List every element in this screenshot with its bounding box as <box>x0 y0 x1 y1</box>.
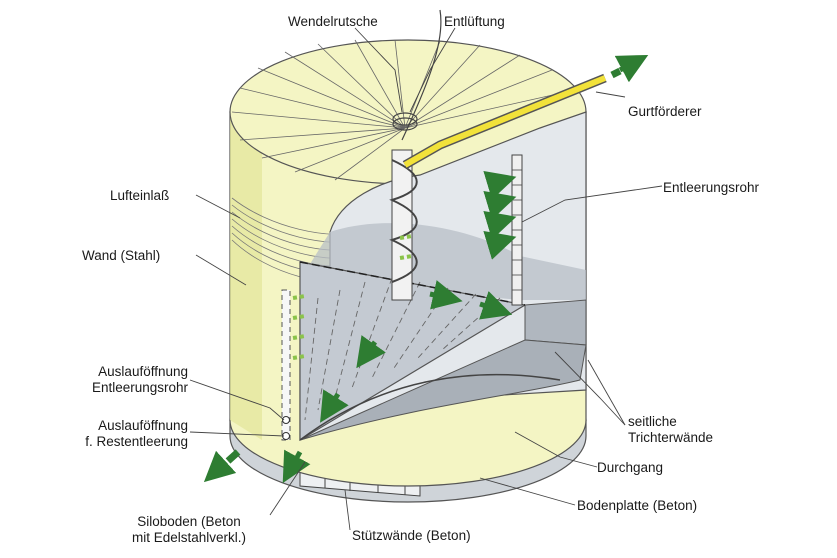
label-auslauf-rohr-line2: Entleerungsrohr <box>91 380 188 395</box>
label-wendelrutsche: Wendelrutsche <box>288 14 378 29</box>
leader-lines <box>189 27 663 531</box>
discharge-pipe <box>281 154 523 441</box>
label-auslauf-rohr-line1: Auslauföffnung <box>98 364 188 379</box>
label-stuetzwaende: Stützwände (Beton) <box>352 528 471 543</box>
label-auslauf-restentleerung: Auslauföffnung f. Restentleerung <box>58 418 188 450</box>
label-auslauf-entleerungsrohr: Auslauföffnung Entleerungsrohr <box>58 364 188 396</box>
label-siloboden: Siloboden (Beton mit Edelstahlverkl.) <box>132 514 246 546</box>
label-lufteinlass: Lufteinlaß <box>110 188 170 203</box>
label-bodenplatte: Bodenplatte (Beton) <box>577 498 698 513</box>
belt-conveyor <box>402 73 607 169</box>
label-gurtfoerderer: Gurtförderer <box>628 104 702 119</box>
label-entleerungsrohr: Entleerungsrohr <box>663 180 760 195</box>
label-siloboden-line1: Siloboden (Beton <box>137 514 241 529</box>
air-inflow-streaks <box>292 234 413 360</box>
hopper-cone <box>299 261 587 442</box>
spiral-chute <box>389 9 442 301</box>
label-wand: Wand (Stahl) <box>82 248 161 263</box>
flow-arrows <box>203 54 649 484</box>
label-auslauf-rest-line1: Auslauföffnung <box>98 418 188 433</box>
label-siloboden-line2: mit Edelstahlverkl.) <box>132 530 247 545</box>
label-seitliche-line2: Trichterwände <box>628 430 714 445</box>
label-seitliche-trichterwaende: seitliche Trichterwände <box>628 414 713 446</box>
label-auslauf-rest-line2: f. Restentleerung <box>85 434 188 449</box>
label-durchgang: Durchgang <box>597 460 664 475</box>
label-seitliche-line1: seitliche <box>628 414 677 429</box>
label-entlueftung: Entlüftung <box>444 14 505 29</box>
